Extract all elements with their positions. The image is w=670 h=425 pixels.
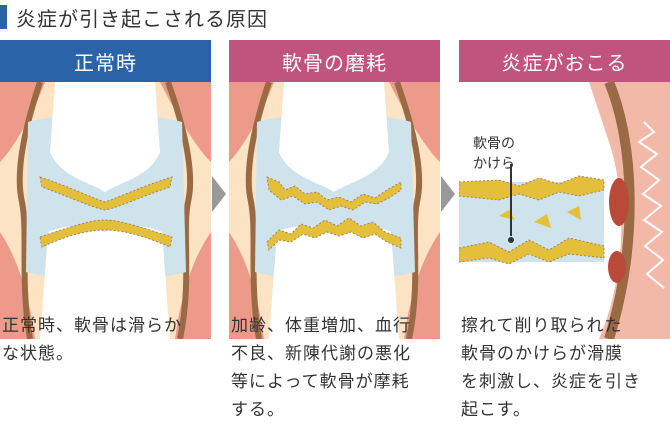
panel-header-wear: 軟骨の磨耗 [229, 40, 440, 82]
panel-header-inflammation: 炎症がおこる [459, 40, 670, 82]
caption-line: 不良、新陳代謝の悪化 [231, 344, 411, 364]
title-accent-bar [0, 5, 7, 29]
joint-illustration-wear [229, 82, 440, 339]
caption-line: 等によって軟骨が摩耗 [231, 372, 410, 392]
caption-line: 正常時、軟骨は滑らか [2, 316, 182, 336]
caption-line: 軟骨のかけらが滑膜 [461, 344, 623, 364]
caption-inflammation: 擦れて削り取られた 軟骨のかけらが滑膜 を刺激し、炎症を引き 起こす。 [461, 312, 670, 424]
arrow-right-icon [212, 176, 226, 212]
arrow-right-icon [441, 176, 455, 212]
panel-header-normal: 正常時 [0, 40, 211, 82]
fragment-callout-line1: 軟骨の [473, 136, 515, 152]
panel-inflammation: 炎症がおこる 軟骨の かけら 擦れて削り取られた 軟骨のかけらが滑膜 を刺激し、… [459, 40, 670, 420]
caption-line: 擦れて削り取られた [461, 316, 623, 336]
title-bar: 炎症が引き起こされる原因 [0, 4, 268, 31]
caption-line: する。 [231, 400, 285, 420]
caption-line: を刺激し、炎症を引き [461, 372, 641, 392]
caption-normal: 正常時、軟骨は滑らか な状態。 [2, 312, 212, 368]
joint-illustration-inflammation: 軟骨の かけら [459, 82, 670, 339]
caption-line: 加齢、体重増加、血行 [231, 316, 411, 336]
joint-illustration-normal [0, 82, 211, 339]
caption-wear: 加齢、体重増加、血行 不良、新陳代謝の悪化 等によって軟骨が摩耗 する。 [231, 312, 441, 424]
caption-line: な状態。 [2, 344, 74, 364]
panel-wear: 軟骨の磨耗 加齢、体重増加、血行 不良、新陳代謝の悪化 等によって軟骨が摩耗 す… [229, 40, 440, 420]
caption-line: 起こす。 [461, 400, 531, 420]
panel-normal: 正常時 正常時、軟骨は滑らか な状態。 [0, 40, 211, 364]
page-title: 炎症が引き起こされる原因 [16, 6, 268, 31]
fragment-callout-line2: かけら [473, 156, 515, 172]
